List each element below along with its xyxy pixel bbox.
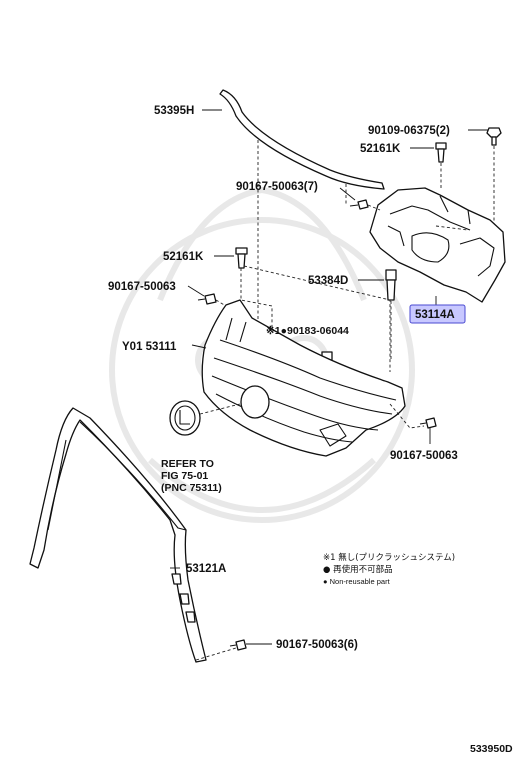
label-53384D[interactable]: 53384D — [308, 275, 348, 287]
bolt-90167-6-icon[interactable] — [229, 639, 247, 651]
bolt-90167-7-icon[interactable] — [349, 199, 369, 210]
label-52161K-top[interactable]: 52161K — [360, 143, 401, 155]
label-53121A[interactable]: 53121A — [186, 563, 226, 575]
diagram-code: 533950D — [470, 743, 513, 755]
bolt-90167-left-icon[interactable] — [197, 293, 217, 305]
molding-53395H[interactable] — [219, 89, 385, 190]
label-52161K-mid[interactable]: 52161K — [163, 251, 204, 263]
label-Y01-53111[interactable]: Y01 53111 — [122, 341, 177, 353]
label-90167-left[interactable]: 90167-50063 — [108, 281, 176, 293]
frame-53121A[interactable] — [29, 407, 207, 663]
label-53114A-highlight[interactable]: 53114A — [409, 304, 466, 324]
label-90167-right[interactable]: 90167-50063 — [390, 450, 458, 462]
label-53395H[interactable]: 53395H — [154, 105, 194, 117]
clip-52161K-mid-icon[interactable] — [235, 247, 248, 269]
label-53114A[interactable]: 53114A — [415, 309, 455, 321]
bolt-90109-icon[interactable] — [486, 127, 502, 146]
legend-note-3: ● Non-reusable part — [323, 577, 391, 586]
refer-line-2[interactable]: FIG 75-01 — [161, 470, 208, 482]
legend-note-1: ※1 無し(プリクラッシュシステム) — [323, 552, 455, 563]
clip-52161K-top-icon[interactable] — [435, 142, 447, 163]
label-90183[interactable]: ※1●90183-06044 — [266, 325, 349, 337]
label-90109[interactable]: 90109-06375(2) — [368, 125, 450, 137]
legend-note-2: ● 再使用不可部品 — [323, 564, 393, 575]
bracket-53114A[interactable] — [369, 187, 506, 303]
emblem-icon[interactable] — [169, 400, 201, 436]
bolt-90167-right-icon[interactable] — [419, 417, 437, 429]
refer-line-1[interactable]: REFER TO — [161, 458, 214, 470]
label-90167-6[interactable]: 90167-50063(6) — [276, 639, 358, 651]
grille-53111[interactable] — [201, 299, 406, 457]
label-90167-7[interactable]: 90167-50063(7) — [236, 181, 318, 193]
refer-line-3[interactable]: (PNC 75311) — [161, 482, 222, 494]
pin-53384D-icon[interactable] — [385, 269, 397, 301]
